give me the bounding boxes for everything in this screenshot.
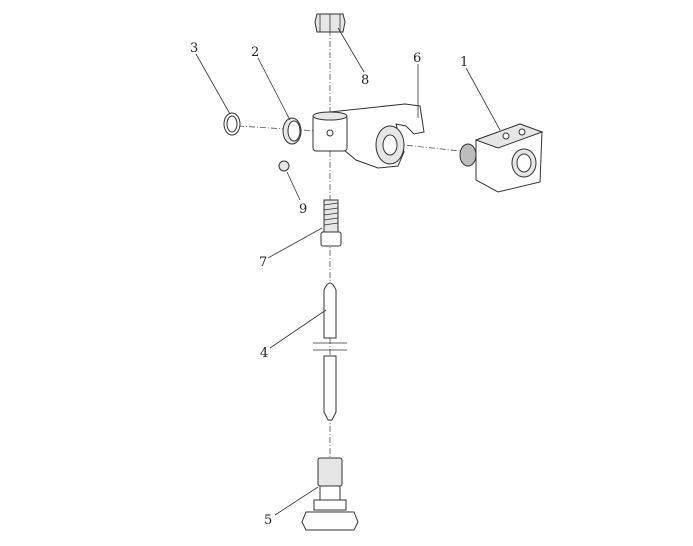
part-tappet [301, 457, 359, 531]
part-nut [314, 13, 346, 33]
leader-line-3 [195, 53, 231, 115]
leader-line-2 [257, 57, 291, 121]
callout-5: 5 [264, 513, 272, 528]
leader-line-8 [337, 27, 365, 73]
callout-9: 9 [299, 202, 307, 217]
part-ball [278, 160, 290, 172]
callout-6: 6 [413, 51, 421, 66]
part-push-rod [313, 282, 347, 421]
part-adjusting-screw [320, 199, 342, 247]
callout-8: 8 [361, 73, 369, 88]
leader-line-5 [274, 486, 319, 516]
callout-3: 3 [190, 41, 198, 56]
leader-line-7 [267, 227, 323, 259]
part-shaft-bracket [459, 123, 544, 193]
part-rocker-arm [329, 103, 425, 169]
callout-1: 1 [460, 55, 468, 70]
callout-7: 7 [259, 255, 267, 270]
part-rocker-hub [312, 111, 348, 152]
callout-2: 2 [251, 45, 259, 60]
leader-line-4 [269, 309, 327, 349]
callout-4: 4 [260, 346, 268, 361]
part-circlip [223, 112, 241, 136]
leader-line-1 [465, 67, 501, 131]
leader-line-9 [286, 171, 301, 201]
part-washer-ring [282, 117, 302, 145]
horizontal-center-axis-left [237, 125, 319, 132]
